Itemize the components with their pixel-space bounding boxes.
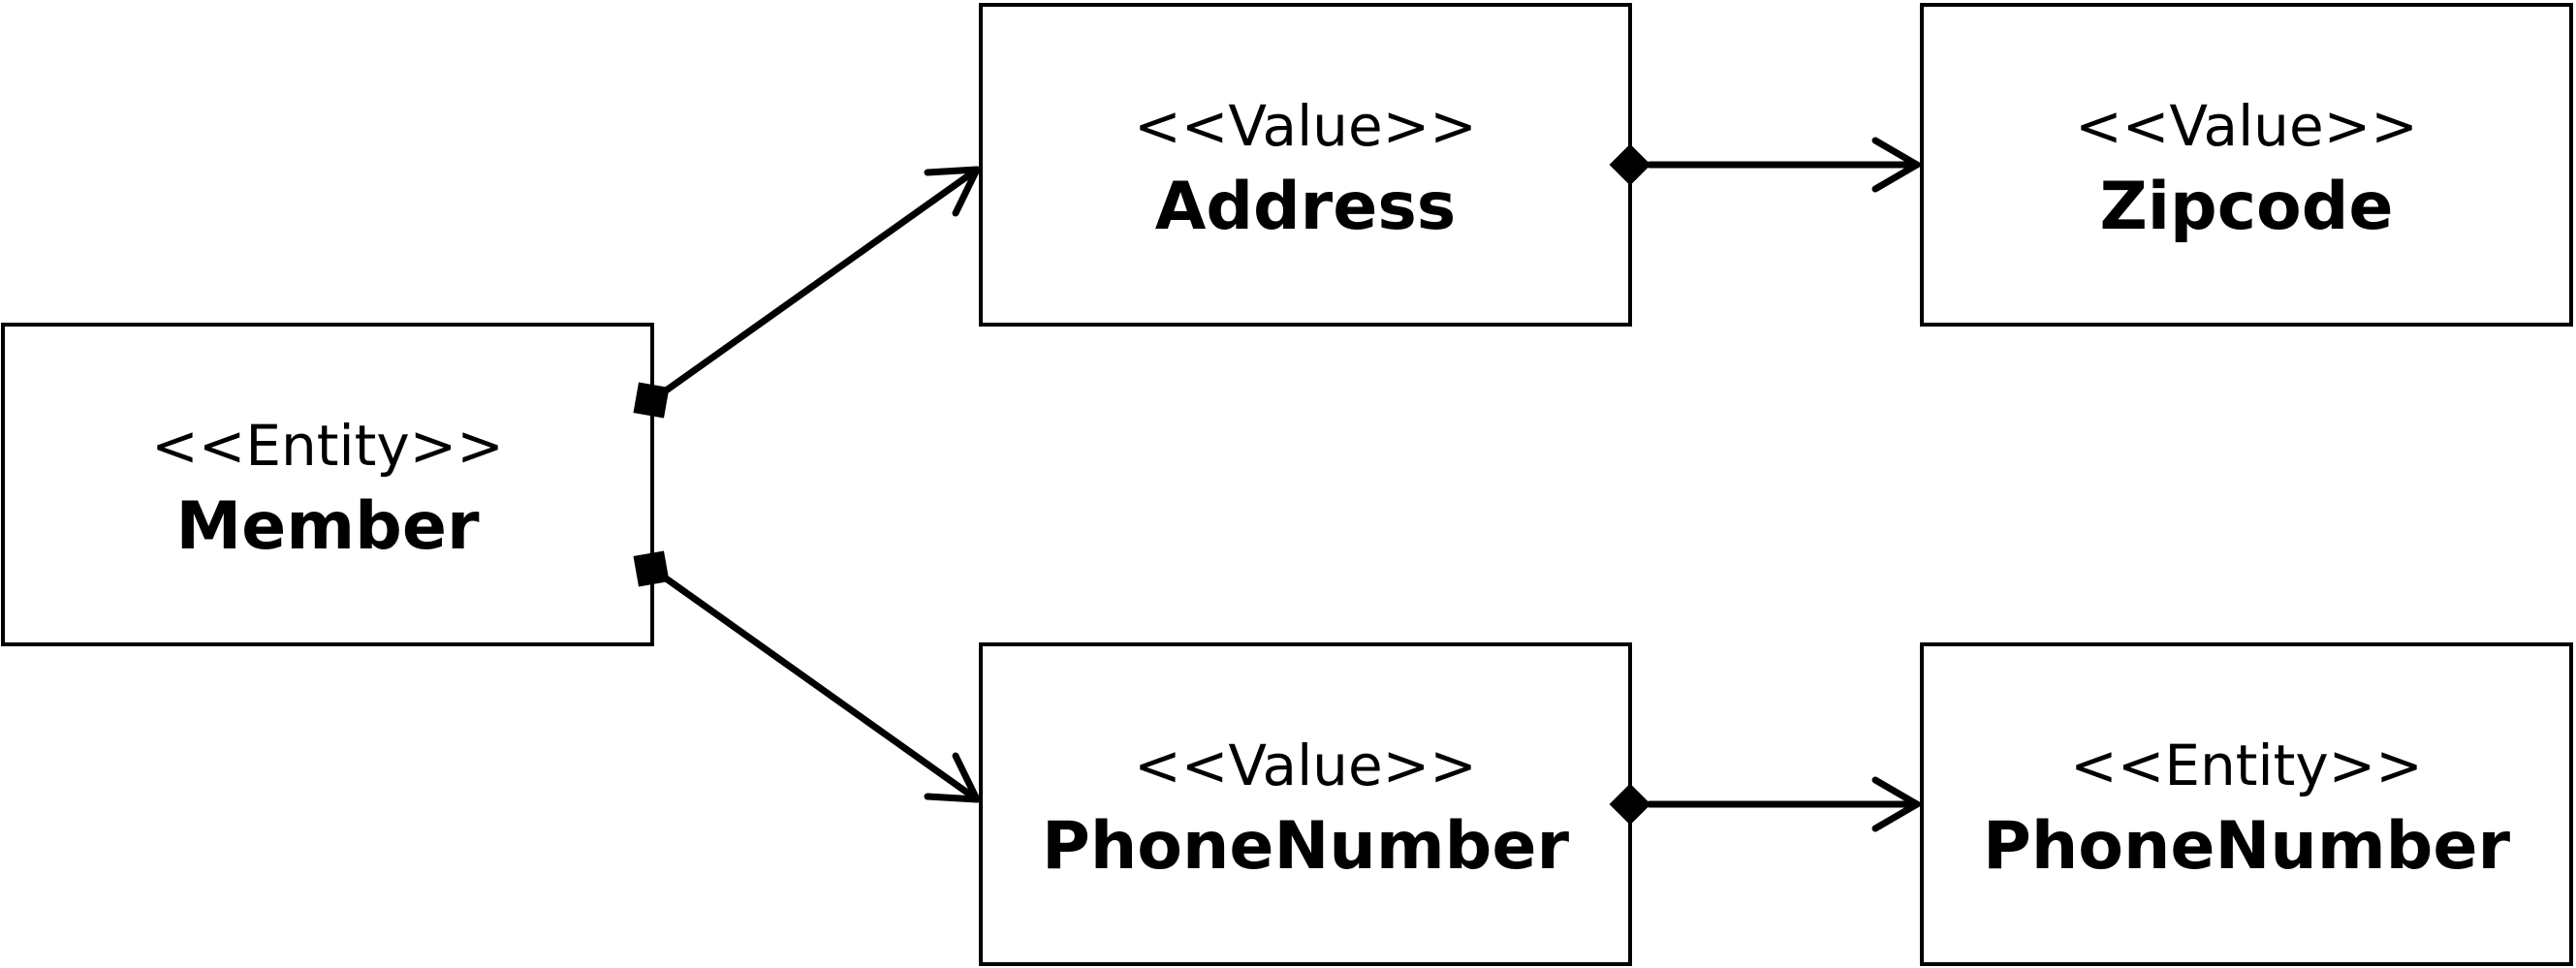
edge-member-to-phonenumber — [633, 550, 981, 803]
phonenumber-value-stereotype: <<Value>> — [1134, 733, 1477, 798]
square-marker-address — [633, 382, 670, 419]
diamond-marker-zipcode — [1609, 143, 1651, 186]
arrowhead-address — [924, 166, 981, 217]
member-name: Member — [176, 488, 480, 565]
address-value-box: <<Value>> Address — [979, 3, 1632, 327]
edge-member-to-address — [633, 166, 981, 419]
address-name: Address — [1155, 169, 1457, 245]
arrowhead-phoneentity — [1871, 776, 1921, 832]
zipcode-stereotype: <<Value>> — [2075, 93, 2418, 159]
edge-address-to-zipcode — [1609, 137, 1921, 193]
arrowhead-zipcode — [1871, 137, 1921, 193]
edge-phonevalue-to-phoneentity — [1609, 776, 1921, 832]
phonenumber-value-box: <<Value>> PhoneNumber — [979, 642, 1632, 966]
member-entity-box: <<Entity>> Member — [1, 323, 654, 646]
diamond-marker-phoneentity — [1609, 783, 1651, 826]
member-stereotype: <<Entity>> — [151, 413, 504, 479]
phonenumber-entity-name: PhoneNumber — [1983, 808, 2510, 885]
zipcode-value-box: <<Value>> Zipcode — [1920, 3, 2573, 327]
phonenumber-value-name: PhoneNumber — [1042, 808, 1569, 885]
phonenumber-entity-box: <<Entity>> PhoneNumber — [1920, 642, 2573, 966]
square-marker-phonenumber — [633, 550, 670, 587]
arrowhead-phonenumber — [924, 752, 981, 803]
zipcode-name: Zipcode — [2099, 169, 2393, 245]
phonenumber-entity-stereotype: <<Entity>> — [2070, 733, 2423, 798]
address-stereotype: <<Value>> — [1134, 93, 1477, 159]
